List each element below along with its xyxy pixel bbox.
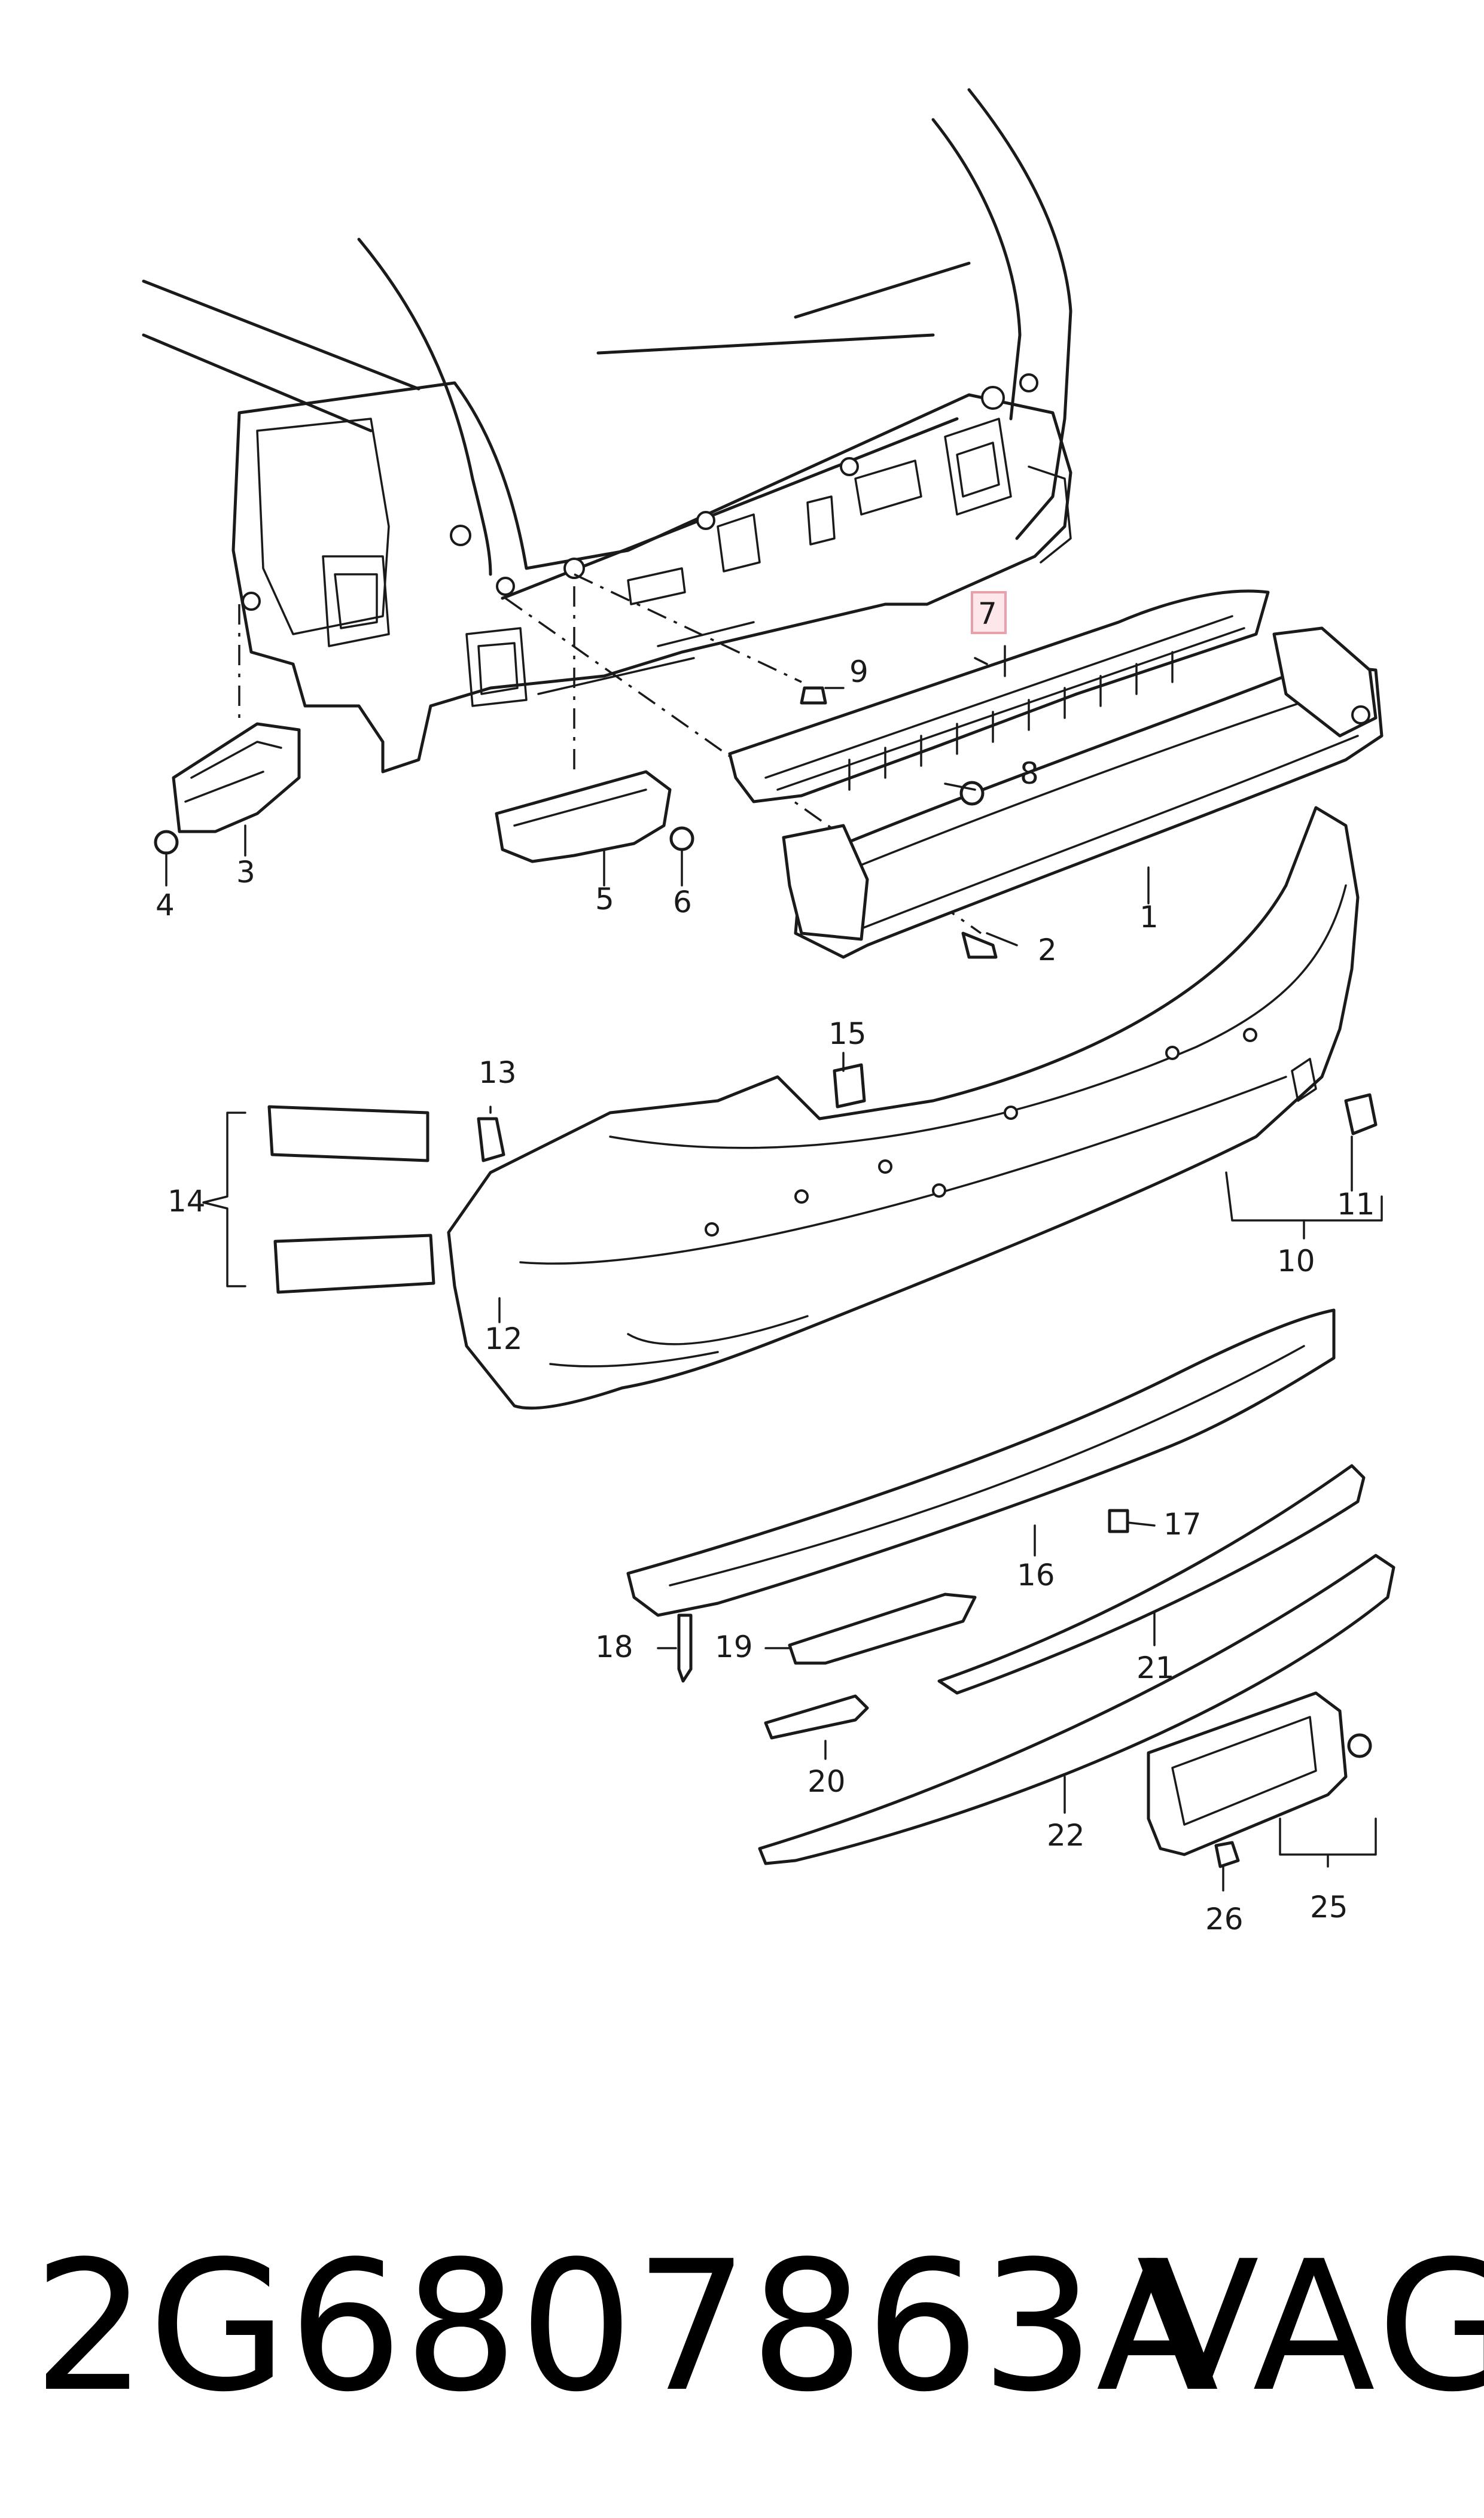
part-17-clip [1108,1509,1129,1533]
part-6-nut [669,826,694,851]
brand-label: VAG [1136,2222,1484,2431]
vehicle-rear-body [142,88,1072,934]
part-13-clip [477,1117,505,1162]
part-number: 2G6807863A [33,2222,1220,2431]
part-9-bolt [800,686,827,705]
callout-7-highlight [971,591,1007,634]
callout-25: 25 [1310,1890,1348,1925]
part-1-bumper-reinforcement [782,626,1384,959]
callout-11: 11 [1337,1187,1375,1222]
callout-6: 6 [673,885,692,919]
callout-16: 16 [1017,1558,1055,1593]
part-15-clip [833,1063,866,1109]
leader-lines [165,645,1383,1892]
callout-21: 21 [1136,1651,1175,1685]
callout-13: 13 [479,1055,517,1090]
part-4-nut [154,830,179,855]
callout-15: 15 [828,1016,867,1051]
part-7-energy-absorber [728,589,1270,803]
callout-26: 26 [1205,1902,1244,1937]
callout-2: 2 [1038,933,1057,967]
callout-18: 18 [595,1630,633,1664]
callout-labels: 7 1 2 3 4 5 6 8 9 10 11 12 13 14 15 16 1… [156,591,1375,1937]
part-25-plate-holder [1147,1691,1348,1856]
callout-4: 4 [156,888,175,922]
part-19-trim [788,1593,977,1665]
part-22-strip [758,1554,1395,1865]
callout-5: 5 [595,882,614,917]
part-14-reflectors [267,1105,435,1294]
part-21-strip [937,1464,1366,1695]
part-11-clip [1344,1093,1378,1135]
callout-20: 20 [807,1764,846,1799]
part-2-bolt [961,931,998,959]
part-5-bracket [495,770,672,863]
callout-10: 10 [1277,1244,1315,1278]
callout-8: 8 [1020,756,1039,791]
callout-1: 1 [1139,900,1159,934]
callout-22: 22 [1047,1818,1085,1853]
part-16-diffuser [626,1308,1336,1617]
callout-19: 19 [715,1630,753,1664]
bumper-cover [447,806,1360,1410]
callout-17: 17 [1163,1507,1202,1542]
callout-14: 14 [167,1184,206,1219]
part-26-screw [1214,1841,1240,1868]
part-3-bracket [172,722,301,833]
callout-12: 12 [484,1322,523,1356]
callout-3: 3 [236,855,255,890]
callout-9: 9 [849,654,869,689]
part-20-trim [764,1694,869,1740]
part-18-rivet [677,1613,693,1683]
part-8-nut [959,781,985,806]
callout-7: 7 [978,596,997,631]
part-25-nut [1347,1733,1372,1758]
